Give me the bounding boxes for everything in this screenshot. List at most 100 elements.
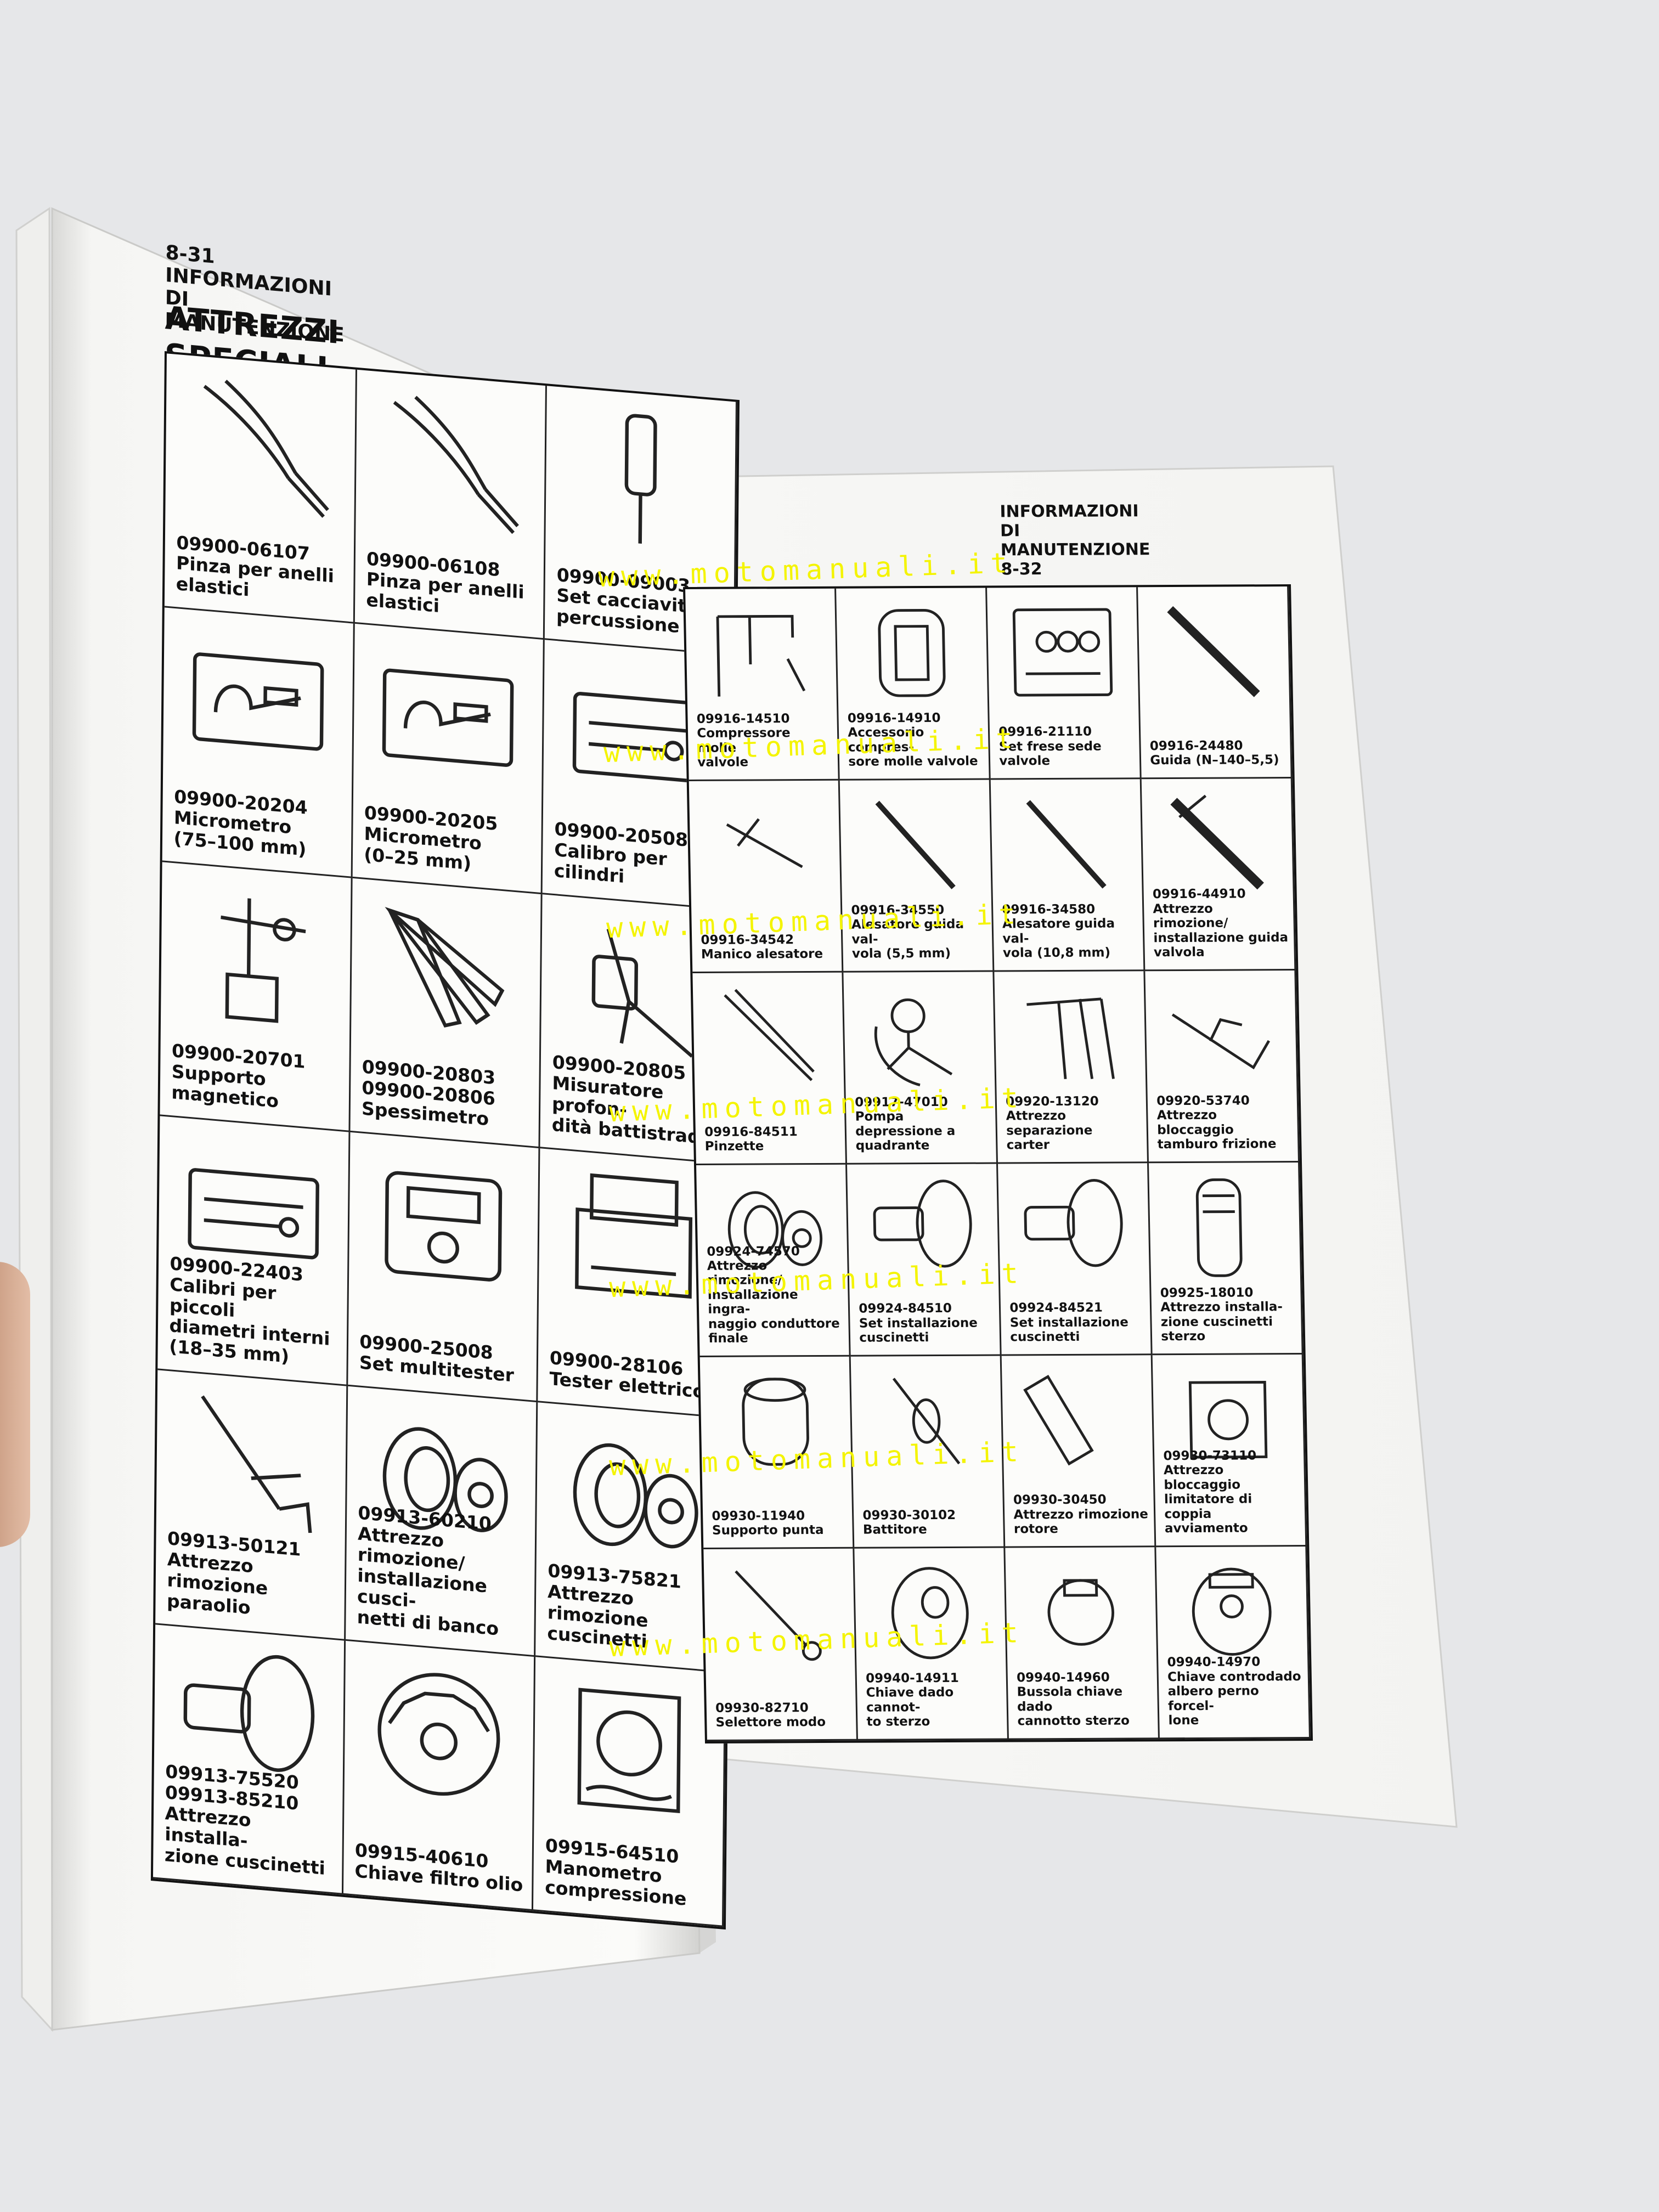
tool-cell: 09916-44910 Attrezzo rimozione/ installa… [1141,778,1296,972]
clutch-holder-icon [1172,1013,1271,1070]
mode-selector-icon [735,1570,822,1661]
feeler-gauge-icon [385,907,505,1028]
tool-label: 09900-06108 Pinza per anelli elastici [366,548,524,617]
micrometer-case-icon [192,652,324,751]
tool-cell: 09915-40610 Chiave filtro olio [343,1640,536,1911]
tool-cell: 09917-47010 Pompa depressione a quadrant… [843,972,998,1165]
bearing-installer-icon [183,1655,314,1773]
tool-cell: 09913-75520 09913-85210 Attrezzo install… [153,1624,346,1895]
tool-label: 09916-44910 Attrezzo rimozione/ installa… [1152,887,1289,960]
vacuum-pump-icon [874,998,953,1086]
guide-tool-icon [1170,794,1265,890]
steering-nut-wrench-icon [891,1567,969,1660]
tool-cell: 09940-14960 Bussola chiave dado cannotto… [1005,1547,1160,1740]
tool-cell: 09916-34550 Alesatore guida val- vola (5… [839,780,995,973]
bearing-installer-icon [873,1180,972,1268]
tool-label: 09920-13120 Attrezzo separazione carter [1005,1094,1099,1153]
tool-cell: 09900-20803 09900-20806 Spessimetro [350,878,543,1149]
tool-cell: 09915-64510 Manometro compressione [533,1656,726,1927]
tool-cell: 09900-20805 Misuratore profon- dità batt… [540,894,733,1165]
tool-cell: 09920-53740 Attrezzo bloccaggio tamburo … [1145,970,1300,1164]
slide-hammer-icon [893,1378,961,1465]
compression-gauge-icon [577,1688,681,1814]
tread-gauge-icon [591,928,693,1058]
right-page-header: INFORMAZIONI DI MANUTENZIONE 8-32 [1000,501,1150,579]
tool-label: 09940-14970 Chiave controdado albero per… [1167,1655,1301,1728]
rotor-remover-icon [1023,1374,1094,1466]
gauge-case-icon [188,1167,319,1260]
tool-label: 09900-20803 09900-20806 Spessimetro [361,1056,496,1130]
tool-cell: 09900-06107 Pinza per anelli elastici [164,353,357,624]
tool-cell: 09916-24480 Guida (N–140–5,5) [1138,586,1293,780]
tool-cell: 09900-09003 Set cacciaviti a percussione [545,386,737,657]
tool-label: 09930-30450 Attrezzo rimozione rotore [1013,1493,1149,1537]
bit-holder-icon [742,1378,810,1466]
tool-label: 09930-73110 Attrezzo bloccaggio limitato… [1163,1448,1257,1536]
tool-cell: 09930-73110 Attrezzo bloccaggio limitato… [1152,1355,1307,1548]
tool-cell: 09900-22403 Calibri per piccoli diametri… [157,1116,351,1387]
tool-cell: 09900-06108 Pinza per anelli elastici [354,369,548,640]
tool-label: 09900-20204 Micrometro (75–100 mm) [173,785,308,860]
steering-bearing-tool-icon [1196,1178,1243,1277]
bearing-tool-icon [383,1427,508,1532]
tool-label: 09940-14911 Chiave dado cannot- to sterz… [865,1671,959,1729]
oil-seal-remover-icon [200,1395,312,1533]
bearing-tool-icon [728,1191,823,1268]
tool-label: 09930-82710 Selettore modo [715,1700,826,1730]
bearing-tool-icon [573,1443,698,1549]
tool-label: 09900-28106 Tester elettrico [549,1347,706,1403]
thumb [0,1262,30,1547]
valve-spring-compressor-icon [716,614,806,697]
tool-cell: 09930-30102 Battitore [850,1356,1006,1549]
crankcase-separator-icon [1026,997,1115,1079]
tool-cell: 09913-60210 Attrezzo rimozione/ installa… [345,1386,538,1657]
tool-cell: 09916-34580 Alesatore guida val- vola (1… [990,779,1146,972]
tool-cell: 09913-75821 Attrezzo rimozione cuscinett… [535,1402,729,1673]
tool-label: 09900-22403 Calibri per piccoli diametri… [169,1252,330,1368]
oil-filter-wrench-icon [377,1673,500,1796]
tool-label: 09900-20205 Micrometro (0–25 mm) [364,802,498,874]
tool-cell: 09924-74570 Attrezzo rimozione/ installa… [696,1164,851,1357]
tool-cell: 09920-13120 Attrezzo separazione carter [994,971,1149,1164]
tool-label: 09925-18010 Attrezzo installa- zione cus… [1160,1285,1283,1344]
cutter-set-icon [1013,608,1113,697]
tool-cell: 09930-11940 Supporto punta [699,1356,855,1549]
tool-cell: 09900-25008 Set multitester [347,1132,540,1403]
tool-label: 09915-64510 Manometro compressione [545,1835,687,1910]
tester-icon [575,1173,693,1299]
tool-label: 09913-60210 Attrezzo rimozione/ installa… [357,1502,499,1640]
tool-label: 09920-53740 Attrezzo bloccaggio tamburo … [1156,1093,1277,1152]
tool-cell: 09916-21110 Set frese sede valvole [987,587,1142,780]
tool-cell: 09900-28106 Tester elettrico [538,1148,731,1419]
micrometer-case-icon [382,668,514,767]
tool-label: 09924-84510 Set installazione cuscinetti [859,1301,978,1345]
tool-cell: 09916-34542 Manico alesatore [689,780,844,973]
guide-icon [1167,606,1260,697]
tool-cell: 09925-18010 Attrezzo installa- zione cus… [1149,1163,1304,1356]
pliers-icon [203,379,329,518]
tool-cell: 09930-82710 Selettore modo [703,1548,858,1741]
tool-label: 09916-24480 Guida (N–140–5,5) [1149,738,1279,768]
tool-cell: 09913-50121 Attrezzo rimozione paraolio [155,1370,348,1641]
tool-cell: 09900-20205 Micrometro (0–25 mm) [352,624,545,894]
tool-cell: 09900-20204 Micrometro (75–100 mm) [162,607,355,878]
tool-cell: 09930-30450 Attrezzo rimozione rotore [1001,1355,1156,1548]
tool-cell: 09916-84511 Pinzette [692,972,848,1165]
magnetic-stand-icon [220,898,306,1023]
tool-label: 09930-30102 Battitore [862,1508,956,1537]
pliers-icon [393,396,520,534]
screwdriver-icon [624,414,657,544]
tool-cell: 09900-20701 Supporto magnetico [160,861,353,1132]
reamer-icon [1026,800,1107,889]
tool-label: 09940-14960 Bussola chiave dado cannotto… [1016,1670,1130,1729]
reamer-handle-icon [726,818,803,868]
swingarm-wrench-icon [1192,1567,1272,1656]
tool-label: 09913-50121 Attrezzo rimozione paraolio [166,1527,301,1618]
bearing-installer-icon [1024,1178,1123,1267]
tool-cell: 09916-14910 Accessorio compres- sore mol… [836,588,991,781]
tool-cell: 09924-84510 Set installazione cuscinetti [847,1164,1002,1357]
tool-cell: 09916-14510 Compressore molle valvole [685,588,840,781]
tool-label: 09916-84511 Pinzette [704,1124,798,1154]
tool-label: 09916-34580 Alesatore guida val- vola (1… [1002,902,1115,961]
